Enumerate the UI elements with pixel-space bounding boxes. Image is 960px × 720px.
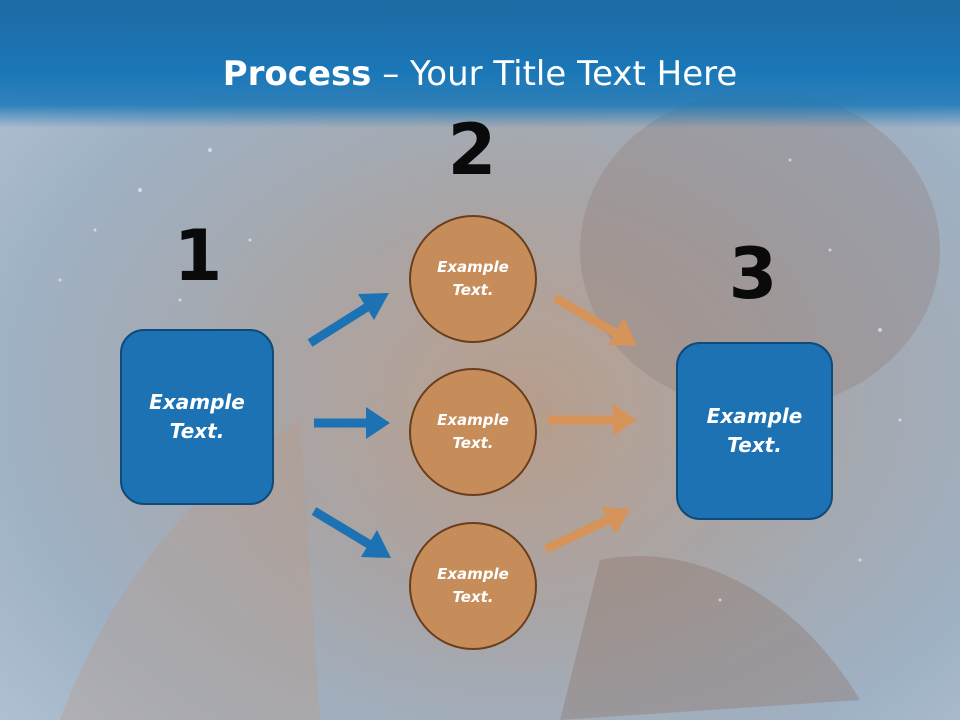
slide-title: Process – Your Title Text Here <box>0 52 960 96</box>
title-bold: Process <box>222 54 372 94</box>
orange-arrow-down <box>552 294 637 346</box>
step-number-2: 2 <box>447 109 497 191</box>
step-number-1: 1 <box>173 215 223 297</box>
blue-arrow-down <box>311 507 391 558</box>
blue-arrow-straight <box>314 407 390 439</box>
left-box[interactable]: Example Text. <box>120 329 274 505</box>
circle-top[interactable]: Example Text. <box>409 215 537 343</box>
blue-arrow-up <box>307 293 389 347</box>
title-rest: – Your Title Text Here <box>371 54 738 94</box>
orange-arrow-up <box>544 507 631 554</box>
step-number-3: 3 <box>728 233 778 315</box>
circle-bottom[interactable]: Example Text. <box>409 522 537 650</box>
orange-arrow-straight <box>548 404 637 436</box>
right-box[interactable]: Example Text. <box>676 342 833 520</box>
title-bar <box>0 0 960 128</box>
circle-middle[interactable]: Example Text. <box>409 368 537 496</box>
